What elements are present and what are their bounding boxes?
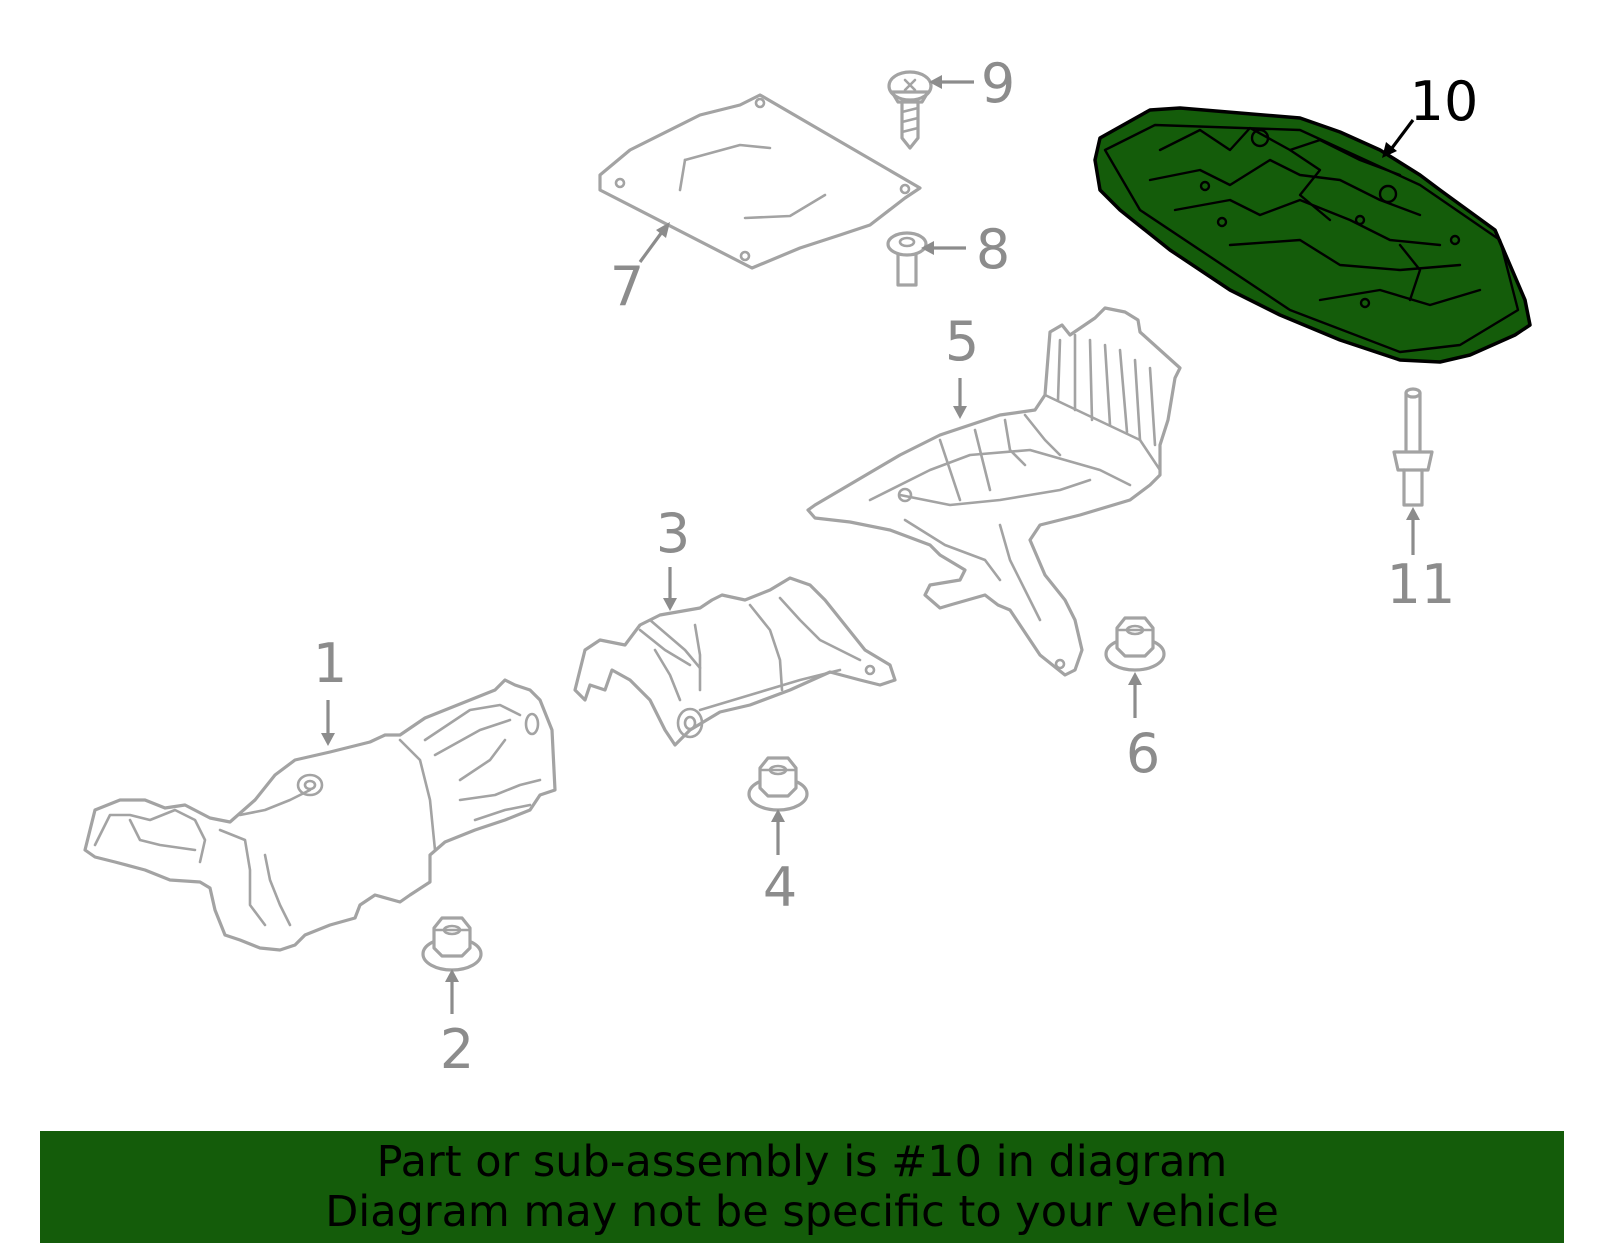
callout-7: 7 — [610, 255, 644, 318]
part-1-heat-shield[interactable] — [83, 678, 557, 952]
arrow-10 — [1390, 119, 1415, 149]
part-7-plate[interactable] — [598, 93, 922, 270]
callout-4: 4 — [763, 856, 797, 919]
banner-line-1: Part or sub-assembly is #10 in diagram — [376, 1137, 1228, 1187]
banner-line-2: Diagram may not be specific to your vehi… — [325, 1187, 1279, 1237]
callout-8: 8 — [976, 218, 1010, 281]
callout-5: 5 — [945, 310, 979, 373]
part-11-stud[interactable] — [1392, 387, 1434, 507]
arrow-7 — [638, 231, 664, 263]
part-4-flange-nut[interactable] — [747, 756, 809, 812]
part-2-flange-nut[interactable] — [421, 916, 483, 972]
part-8-clip[interactable] — [886, 231, 928, 287]
part-9-screw[interactable] — [887, 70, 933, 150]
callout-6: 6 — [1126, 722, 1160, 785]
callout-2: 2 — [440, 1018, 474, 1081]
leader-arrows — [321, 75, 1420, 1014]
callout-10: 10 — [1410, 70, 1479, 133]
part-6-flange-nut[interactable] — [1104, 616, 1166, 672]
part-3-heat-shield[interactable] — [573, 576, 897, 747]
part-10-heat-shield-highlighted[interactable] — [1093, 106, 1532, 364]
callout-11: 11 — [1387, 553, 1456, 616]
callout-1: 1 — [313, 632, 347, 695]
part-5-heat-shield[interactable] — [806, 306, 1182, 677]
info-banner: Part or sub-assembly is #10 in diagram D… — [40, 1131, 1564, 1243]
callout-labels: 1 2 3 4 5 6 7 8 9 10 11 — [313, 52, 1479, 1081]
callout-9: 9 — [981, 52, 1015, 115]
callout-3: 3 — [656, 502, 690, 565]
